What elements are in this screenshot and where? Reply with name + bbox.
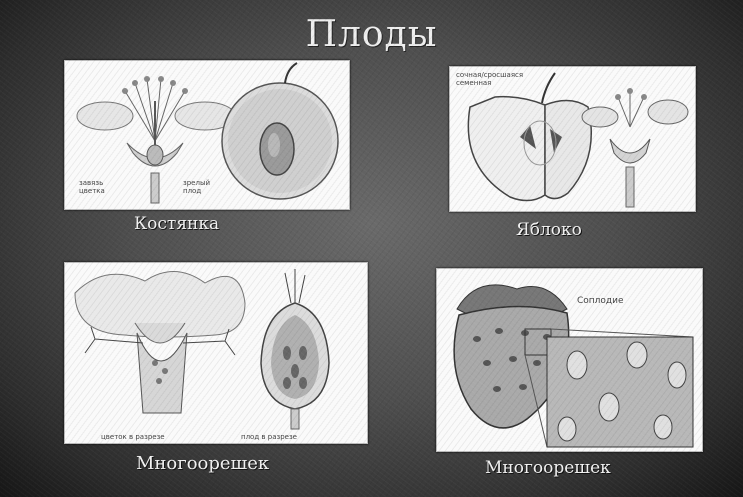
drupe-label-fruit: зрелый плод	[183, 179, 210, 195]
slide-title: Плоды	[0, 14, 743, 55]
pome-label: сочная/сросшаяся семенная	[456, 71, 523, 87]
panel-drupe: завязь цветка зрелый плод	[64, 60, 350, 210]
drupe-label-ovary: завязь цветка	[79, 179, 105, 195]
rosehip-label-flower: цветок в разрезе	[101, 433, 165, 441]
panel-strawberry: Соплодие	[436, 268, 703, 452]
panel-pome: сочная/сросшаяся семенная	[449, 66, 696, 212]
caption-pome: Яблоко	[516, 220, 582, 240]
caption-drupe: Костянка	[134, 214, 219, 234]
strawberry-label: Соплодие	[577, 297, 624, 305]
pome-illustration	[450, 67, 695, 211]
rosehip-label-fruit: плод в разрезе	[241, 433, 297, 441]
caption-rosehip: Многоорешек	[136, 453, 269, 474]
panel-rosehip: цветок в разрезе плод в разрезе	[64, 262, 368, 444]
caption-strawberry: Многоорешек	[485, 458, 611, 478]
rosehip-illustration	[65, 263, 367, 443]
strawberry-illustration	[437, 269, 702, 451]
